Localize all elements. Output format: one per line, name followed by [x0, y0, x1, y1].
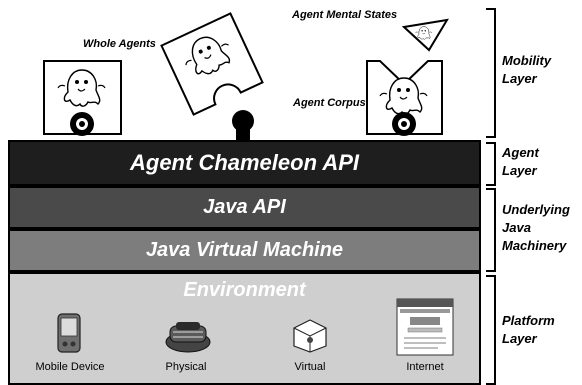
brace-java [486, 188, 496, 272]
label-agent-corpus: Agent Corpus [293, 97, 366, 109]
java-api-layer: Java API [8, 186, 481, 229]
platform-label-virtual: Virtual [294, 361, 326, 373]
platform-label-physical: Physical [165, 361, 207, 373]
virtual-cube-icon [293, 319, 327, 353]
pda-icon [57, 313, 81, 353]
mental-state-triangle [401, 18, 449, 52]
puzzle-piece-icon [160, 12, 264, 116]
layer-title: Java Virtual Machine [145, 239, 344, 261]
robot-icon [165, 322, 211, 353]
agent-chameleon-api-layer: Agent Chameleon API [8, 140, 481, 186]
connector-knob-icon [232, 110, 254, 140]
layer-title: Agent Chameleon API [130, 150, 359, 175]
brace-mobility [486, 8, 496, 138]
agent-corpus-card [366, 60, 443, 136]
environment-layer: Environment Mobile Device Physical Virtu… [8, 272, 481, 385]
mobility-diagram [43, 12, 449, 140]
web-browser-icon [396, 298, 454, 356]
jvm-layer: Java Virtual Machine [8, 229, 481, 272]
label-whole-agents: Whole Agents [83, 38, 156, 50]
label-agent-mental-states: Agent Mental States [292, 9, 398, 21]
layer-title: Environment [183, 279, 306, 301]
brace-agent [486, 142, 496, 186]
layer-title: Java API [203, 196, 286, 218]
brace-platform [486, 275, 496, 385]
whole-agent-card-left [43, 60, 122, 136]
platform-label-internet: Internet [406, 361, 444, 373]
platform-label-mobile: Mobile Device [35, 361, 105, 373]
